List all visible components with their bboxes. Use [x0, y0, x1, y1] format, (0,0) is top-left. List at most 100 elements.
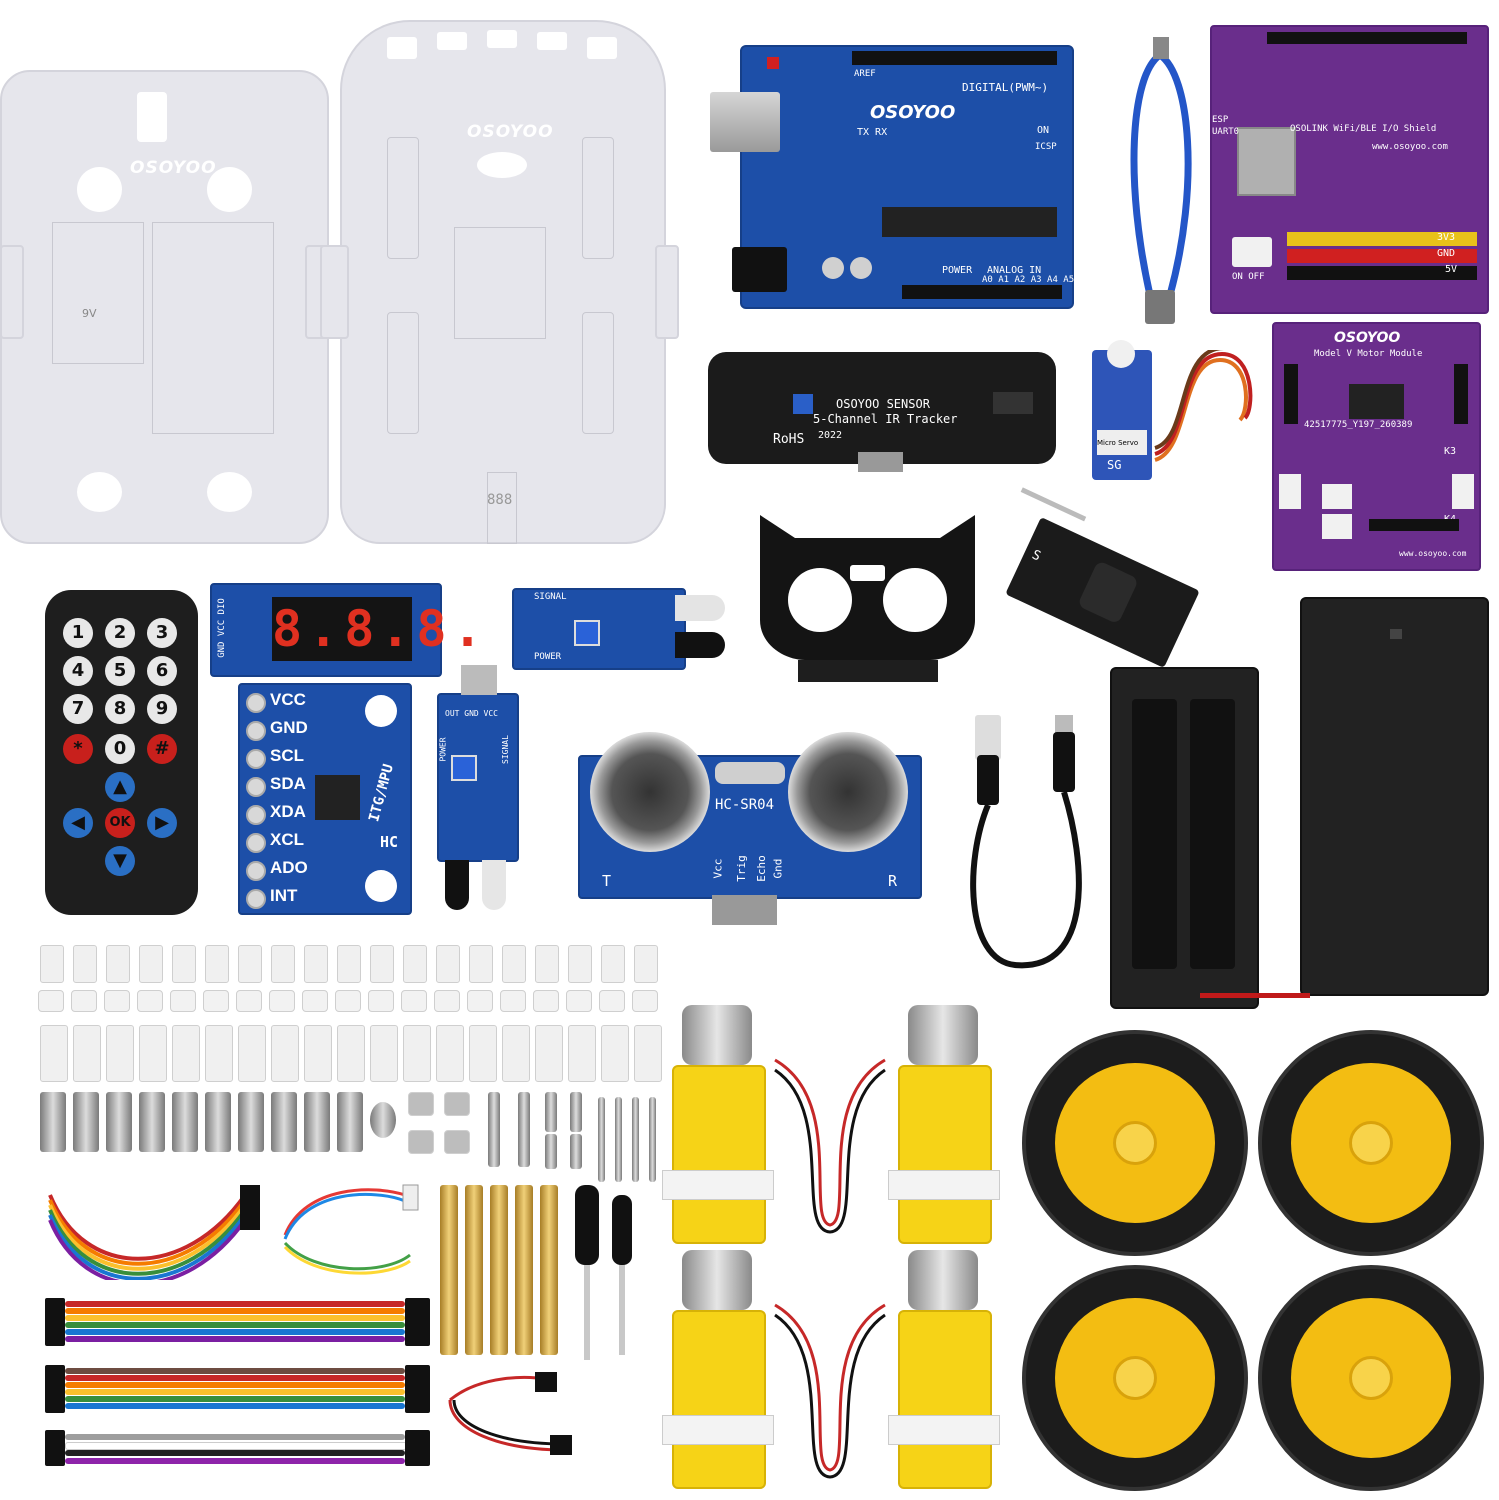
- remote-right-icon[interactable]: ▶: [147, 808, 177, 838]
- ultrasonic-pins: [712, 895, 777, 925]
- acrylic-bottom-plate: OSOYOO 9V: [0, 70, 329, 544]
- acrylic-side-tab-far: [655, 245, 679, 339]
- ir-obstacle-power: POWER: [534, 652, 562, 662]
- remote-button-6[interactable]: 6: [147, 656, 177, 686]
- uno-power-label: POWER: [942, 265, 973, 276]
- ultrasonic-pin-vcc: Vcc: [711, 858, 725, 879]
- servo-wire: [1154, 350, 1253, 462]
- servo-model: SG: [1107, 458, 1122, 472]
- jumper-bundle-1: [45, 1298, 430, 1348]
- uno-brand: OSOYOO: [870, 102, 956, 123]
- mpu-pin-xda: XDA: [270, 802, 306, 821]
- mpu-pin-int: INT: [270, 886, 298, 905]
- motor-module-part: 42517775_Y197_260389: [1304, 420, 1413, 430]
- ultrasonic-r: R: [888, 872, 898, 890]
- mpu-pin-gnd: GND: [270, 718, 308, 737]
- mpu-pin-xcl: XCL: [270, 830, 304, 849]
- ir-tracker-board: OSOYOO SENSOR 5-Channel IR Tracker RoHS …: [708, 352, 1056, 472]
- remote-button-3[interactable]: 3: [147, 618, 177, 648]
- shield-gnd: GND: [1437, 248, 1456, 259]
- shield-website: www.osoyoo.com: [1372, 142, 1448, 152]
- motor-module-k3: K3: [1444, 446, 1457, 457]
- mpu-hc: HC: [380, 833, 399, 851]
- ir-obstacle-signal: SIGNAL: [534, 592, 567, 602]
- ultrasonic-t: T: [602, 872, 612, 890]
- dc-jack: [732, 247, 787, 292]
- tracker-title: 5-Channel IR Tracker: [813, 412, 958, 426]
- remote-button-8[interactable]: 8: [105, 694, 135, 724]
- ultrasonic-pin-echo: Echo: [754, 855, 768, 882]
- screwdriver-large: [575, 1185, 599, 1360]
- jumper-bundle-2: [45, 1365, 430, 1415]
- mpu-pin-vcc: VCC: [270, 690, 306, 709]
- hardware-row-standoffs: [40, 945, 658, 985]
- motor-module-brand: OSOYOO: [1334, 330, 1401, 346]
- mpu-pin-ado: ADO: [270, 858, 308, 877]
- io-shield-board: OSOLINK WiFi/BLE I/O Shield ESP UART0 3V…: [1210, 25, 1489, 314]
- remote-left-icon[interactable]: ◀: [63, 808, 93, 838]
- remote-down-icon[interactable]: ▼: [105, 846, 135, 876]
- sonar-transmitter: [590, 732, 710, 852]
- usb-c-cable: [970, 715, 1082, 969]
- ir-emitter-led: [675, 595, 725, 621]
- wheel-3: [1022, 1265, 1248, 1491]
- ir-obstacle-sensor: SIGNAL POWER: [512, 588, 686, 670]
- ultrasonic-holder: [760, 515, 975, 682]
- jumper-bundle-3: [45, 1430, 430, 1470]
- remote-button-2[interactable]: 2: [105, 618, 135, 648]
- remote-button-5[interactable]: 5: [105, 656, 135, 686]
- segment-display-module: 8.8.8. GND VCC DIO: [210, 583, 483, 677]
- line-sensor-signal: SIGNAL: [500, 735, 510, 764]
- esp-module: [1237, 127, 1296, 196]
- mpu-label: ITG/MPU: [366, 762, 397, 824]
- plate-battery-mark: 9V: [82, 307, 97, 320]
- mpu-chip: [315, 775, 360, 820]
- remote-button-7[interactable]: 7: [63, 694, 93, 724]
- hardware-row-nuts: [38, 990, 658, 1015]
- remote-up-icon[interactable]: ▲: [105, 772, 135, 802]
- remote-button-9[interactable]: 9: [147, 694, 177, 724]
- remote-button-0[interactable]: 0: [105, 734, 135, 764]
- segment-pins: GND VCC DIO: [216, 598, 227, 658]
- remote-button-4[interactable]: 4: [63, 656, 93, 686]
- remote-ok-button[interactable]: OK: [105, 808, 135, 838]
- ir-remote: 1 2 3 4 5 6 7 8 9 * 0 # ▲ ◀ OK ▶ ▼: [45, 590, 198, 915]
- remote-button-hash[interactable]: #: [147, 734, 177, 764]
- gear-motor-1: [662, 1005, 774, 1244]
- wheel-2: [1258, 1030, 1484, 1256]
- shield-esp: ESP: [1212, 115, 1229, 125]
- motor-wires-bottom: [774, 1303, 886, 1479]
- uno-icsp: ICSP: [1035, 142, 1057, 152]
- power-switch-cable: [448, 1372, 572, 1455]
- mpu-pin-scl: SCL: [270, 746, 304, 765]
- digital-header: [852, 51, 1057, 65]
- uno-analog-pins: A0 A1 A2 A3 A4 A5: [982, 275, 1075, 285]
- shield-on-off: ON OFF: [1232, 272, 1265, 282]
- wheel-1: [1022, 1030, 1248, 1256]
- shield-brand: OSOLINK WiFi/BLE I/O Shield: [1290, 124, 1437, 134]
- line-sensor-led-black: [445, 860, 469, 910]
- tracker-rohs: RoHS: [773, 432, 805, 447]
- battery-wire: [1200, 993, 1310, 998]
- gear-motor-4: [888, 1250, 1000, 1489]
- remote-button-1[interactable]: 1: [63, 618, 93, 648]
- plate-brand-left: OSOYOO: [130, 158, 217, 178]
- ribbon-cable-6pin: [48, 1185, 260, 1280]
- line-sensor-power: POWER: [438, 737, 448, 762]
- motor-module-website: www.osoyoo.com: [1399, 549, 1467, 558]
- motor-wires-top: [774, 1058, 886, 1234]
- atmega-chip: [882, 207, 1057, 237]
- battery-holder-covered: [1300, 597, 1489, 996]
- screwdriver-small: [612, 1195, 632, 1355]
- battery-holder-open: [1110, 667, 1259, 1009]
- wheel-4: [1258, 1265, 1484, 1491]
- hardware-row-screws: [40, 1092, 660, 1182]
- shield-5v: 5V: [1445, 264, 1458, 275]
- sensor-cable-4pin: [283, 1184, 419, 1275]
- plate-display-mark: 888: [487, 492, 513, 508]
- remote-button-star[interactable]: *: [63, 734, 93, 764]
- gear-motor-3: [662, 1250, 774, 1489]
- hardware-row-long-standoffs: [40, 1025, 662, 1085]
- tracker-brand: OSOYOO SENSOR: [836, 397, 930, 411]
- segment-digits: 8.8.8.: [272, 597, 483, 661]
